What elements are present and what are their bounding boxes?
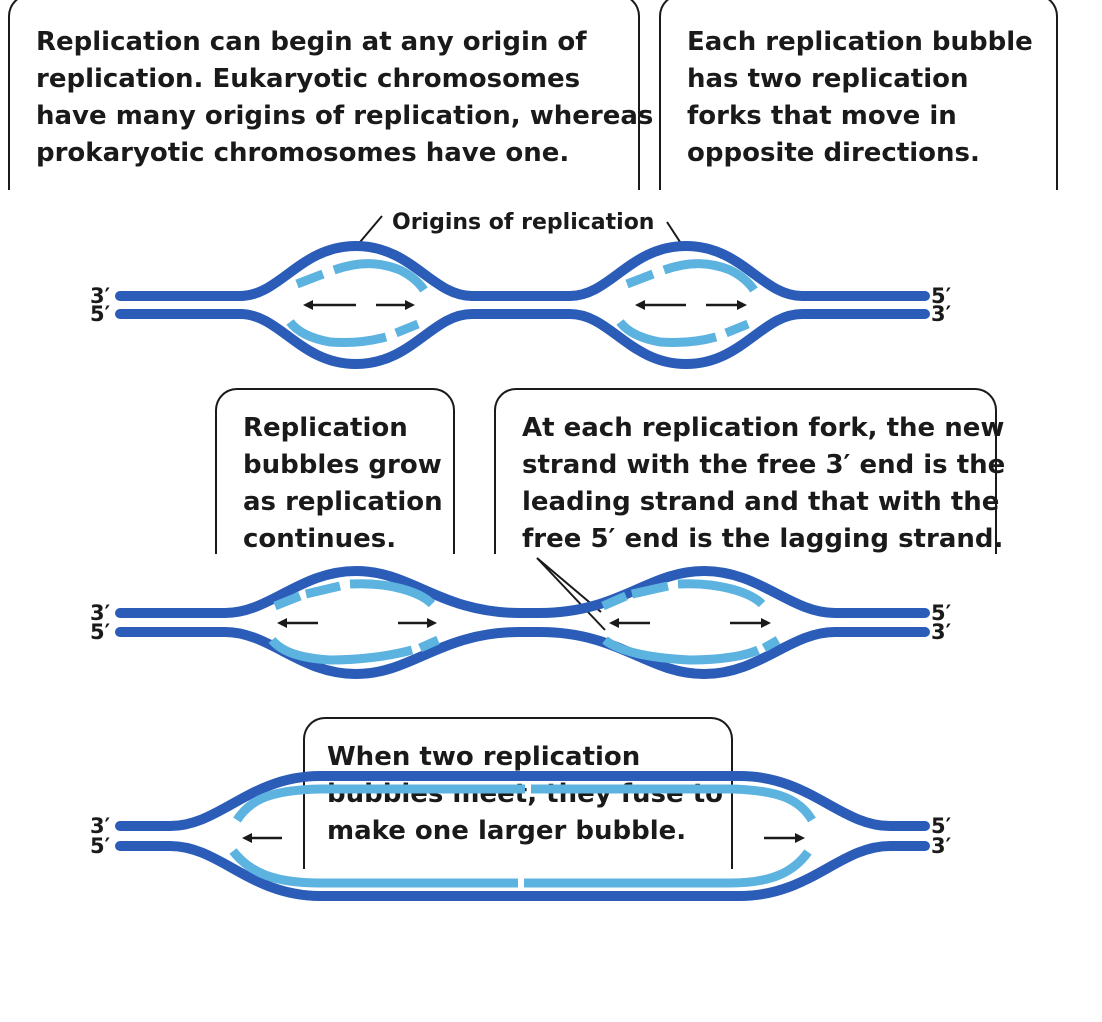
parental-strand-top bbox=[115, 771, 930, 831]
new-strand-segment bbox=[286, 319, 388, 347]
new-strand-segment bbox=[304, 581, 342, 599]
new-strand-segment bbox=[268, 636, 414, 665]
origins-callout: Replication can begin at any origin of r… bbox=[8, 0, 654, 190]
parental-strand-bottom bbox=[115, 309, 930, 370]
origins-label: Origins of replication bbox=[392, 210, 654, 235]
new-strands bbox=[229, 259, 816, 888]
callout-line: When two replication bbox=[327, 742, 641, 772]
new-strand-segment bbox=[631, 581, 669, 599]
parental-strand-bottom bbox=[115, 627, 930, 680]
new-strand-segment bbox=[332, 259, 428, 293]
new-strand-segment bbox=[677, 579, 766, 608]
callout-line: opposite directions. bbox=[687, 138, 980, 168]
callout-line: continues. bbox=[243, 524, 397, 554]
forks-callout: Each replication bubble has two replicat… bbox=[659, 0, 1058, 190]
parental-strand-bottom bbox=[115, 841, 930, 901]
new-strand-segment bbox=[524, 849, 812, 888]
callout-line: At each replication fork, the new bbox=[522, 413, 1005, 443]
end-label-5-prime-right: 5′ bbox=[931, 814, 952, 838]
new-strand-segment bbox=[229, 848, 518, 888]
end-label-3-prime-right: 3′ bbox=[931, 302, 952, 326]
new-strand-segment bbox=[616, 319, 718, 347]
callout-line: free 5′ end is the lagging strand. bbox=[522, 524, 1004, 554]
callout-line: leading strand and that with the bbox=[522, 487, 1000, 517]
end-label-3-prime-left: 3′ bbox=[90, 601, 111, 625]
end-label-3-prime-left: 3′ bbox=[90, 284, 111, 308]
new-strand-segment bbox=[602, 636, 760, 665]
callout-line: Replication can begin at any origin of bbox=[36, 27, 587, 57]
new-strand-segment bbox=[625, 269, 655, 289]
end-label-3-prime-right: 3′ bbox=[931, 620, 952, 644]
new-strand-segment bbox=[273, 591, 302, 611]
callout-line: has two replication bbox=[687, 64, 969, 94]
end-label-5-prime-right: 5′ bbox=[931, 601, 952, 625]
new-strand-segment bbox=[394, 319, 420, 338]
new-strand-segment bbox=[418, 635, 440, 653]
end-label-5-prime-right: 5′ bbox=[931, 284, 952, 308]
new-strand-segment bbox=[531, 784, 816, 823]
end-labels: 3′ 5′ 5′ 3′ 3′ 5′ 5′ 3′ 3′ 5′ 5′ 3′ bbox=[90, 284, 952, 858]
end-label-3-prime-left: 3′ bbox=[90, 814, 111, 838]
grow-callout: Replication bubbles grow as replication … bbox=[215, 388, 455, 554]
callout-line: forks that move in bbox=[687, 101, 957, 131]
callout-line: as replication bbox=[243, 487, 443, 517]
parental-strand-top bbox=[115, 565, 930, 618]
callout-line: bubbles grow bbox=[243, 450, 442, 480]
end-label-5-prime-left: 5′ bbox=[90, 834, 111, 858]
callout-line: prokaryotic chromosomes have one. bbox=[36, 138, 570, 168]
callout-line: replication. Eukaryotic chromosomes bbox=[36, 64, 581, 94]
strand-callout: At each replication fork, the new strand… bbox=[494, 388, 1006, 554]
end-label-5-prime-left: 5′ bbox=[90, 620, 111, 644]
callout-line: have many origins of replication, wherea… bbox=[36, 101, 654, 131]
callout-line: make one larger bubble. bbox=[327, 816, 687, 846]
new-strand-segment bbox=[349, 579, 436, 608]
new-strand-segment bbox=[601, 591, 628, 611]
parental-strands bbox=[115, 240, 930, 901]
new-strand-segment bbox=[761, 636, 781, 652]
new-strand-segment bbox=[295, 269, 325, 289]
callout-line: Replication bbox=[243, 413, 408, 443]
callout-line: strand with the free 3′ end is the bbox=[522, 450, 1006, 480]
parental-strand-top bbox=[115, 240, 930, 301]
new-strand-segment bbox=[662, 259, 758, 293]
end-label-3-prime-right: 3′ bbox=[931, 834, 952, 858]
callout-line: Each replication bubble bbox=[687, 27, 1033, 57]
end-label-5-prime-left: 5′ bbox=[90, 302, 111, 326]
strand-pointer-line bbox=[536, 557, 606, 631]
new-strand-segment bbox=[233, 784, 525, 823]
new-strand-segment bbox=[724, 319, 750, 338]
fork-arrows bbox=[242, 300, 805, 843]
callout-line: bubbles meet, they fuse to bbox=[327, 779, 723, 809]
